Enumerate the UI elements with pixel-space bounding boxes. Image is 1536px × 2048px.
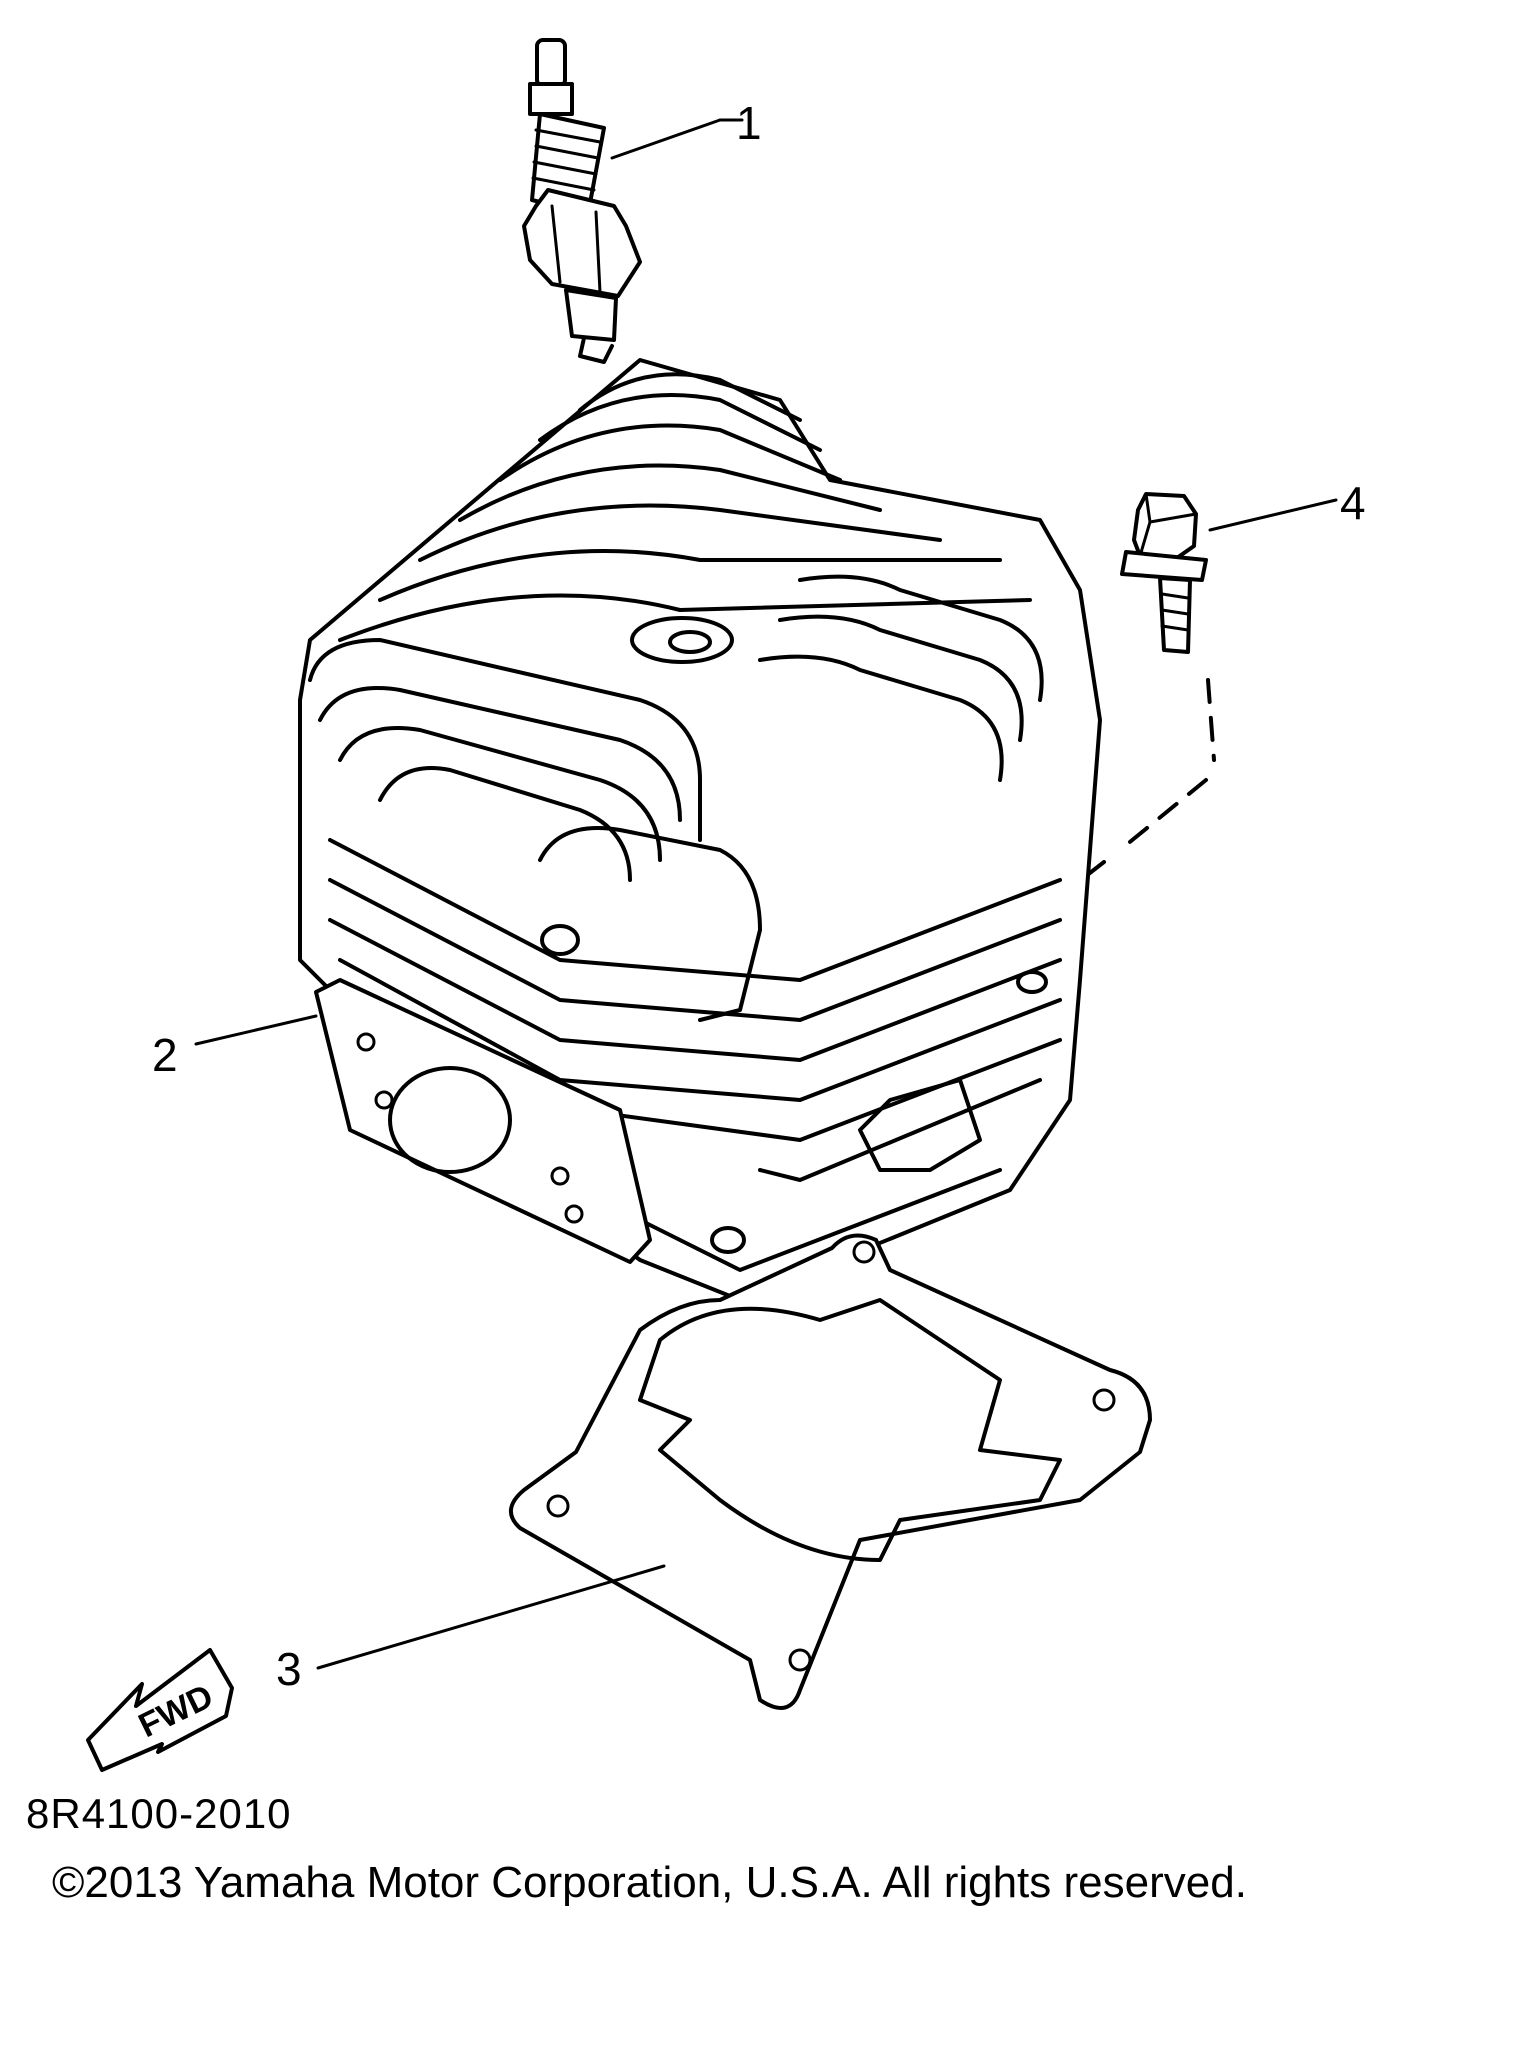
exhaust-gasket — [314, 978, 652, 1264]
base-gasket — [509, 1233, 1152, 1710]
leader-line-3 — [316, 1564, 666, 1670]
bolt — [1120, 492, 1208, 654]
copyright-notice: ©2013 Yamaha Motor Corporation, U.S.A. A… — [52, 1858, 1247, 1907]
callout-4: 4 — [1340, 477, 1366, 529]
forward-direction-arrow: FWD — [86, 1648, 234, 1772]
callout-3: 3 — [276, 1643, 302, 1695]
leader-line-1 — [610, 118, 722, 160]
leader-line-4 — [1208, 498, 1338, 532]
diagram-code: 8R4100-2010 — [26, 1790, 292, 1837]
spark-plug — [522, 38, 642, 364]
callout-1: 1 — [736, 97, 762, 149]
leader-line-2 — [194, 1014, 318, 1046]
callout-2: 2 — [152, 1029, 178, 1081]
